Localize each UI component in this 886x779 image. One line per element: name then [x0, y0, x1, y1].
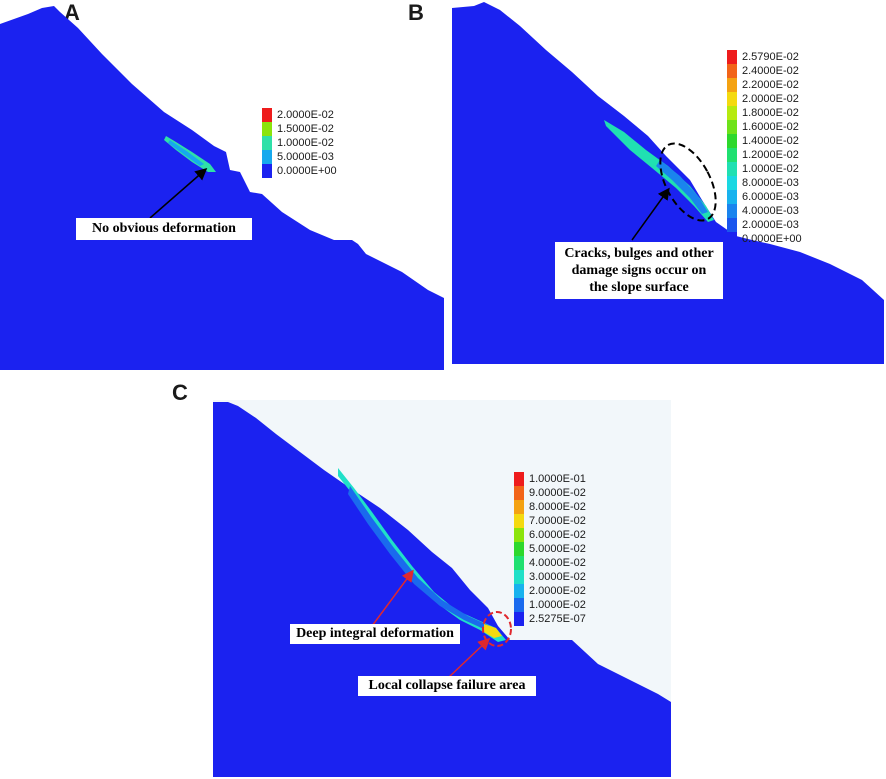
panel-c-collapse-ellipse: [482, 611, 512, 647]
panel-c-legend-swatch: [514, 500, 524, 514]
panel-a-legend-swatch: [262, 108, 272, 122]
panel-b-legend-swatch: [727, 204, 737, 218]
panel-c-legend-label: 3.0000E-02: [529, 571, 586, 583]
panel-c-legend-swatch: [514, 612, 524, 626]
panel-c-legend-swatch: [514, 486, 524, 500]
panel-b-callout-arrow: [631, 187, 670, 241]
panel-c-local-callout-arrow: [447, 637, 491, 679]
panel-a-legend-label: 1.5000E-02: [277, 123, 334, 135]
panel-c-legend-label: 8.0000E-02: [529, 501, 586, 513]
panel-c-deep-callout: Deep integral deformation: [290, 624, 460, 644]
panel-b-legend-label: 2.0000E-03: [742, 219, 799, 231]
panel-c-legend-label: 2.0000E-02: [529, 585, 586, 597]
panel-b-legend-label: 4.0000E-03: [742, 205, 799, 217]
panel-c-legend-swatch: [514, 556, 524, 570]
panel-b-legend-label: 1.0000E-02: [742, 163, 799, 175]
panel-c-slope-body: [213, 402, 671, 777]
panel-c-legend-label: 2.5275E-07: [529, 613, 586, 625]
panel-c-legend-swatch: [514, 570, 524, 584]
panel-b-legend-label: 2.2000E-02: [742, 79, 799, 91]
panel-b-callout-line-1: Cracks, bulges and other: [564, 246, 714, 261]
panel-b-legend-swatch: [727, 50, 737, 64]
panel-c-legend-swatch: [514, 514, 524, 528]
panel-a-legend-swatch: [262, 122, 272, 136]
panel-a-legend-label: 2.0000E-02: [277, 109, 334, 121]
panel-c-legend-swatch: [514, 598, 524, 612]
panel-c-local-callout: Local collapse failure area: [358, 676, 536, 696]
panel-c-legend-label: 6.0000E-02: [529, 529, 586, 541]
panel-a-legend-label: 5.0000E-03: [277, 151, 334, 163]
panel-b-letter: B: [408, 0, 424, 25]
panel-b-legend-label: 6.0000E-03: [742, 191, 799, 203]
panel-b-legend-label: 8.0000E-03: [742, 177, 799, 189]
panel-a-callout: No obvious deformation: [76, 218, 252, 240]
panel-b-callout-line-3: the slope surface: [589, 280, 689, 295]
panel-c-legend-swatch: [514, 584, 524, 598]
panel-b-callout: Cracks, bulges and other damage signs oc…: [555, 242, 723, 299]
panel-c-legend-label: 5.0000E-02: [529, 543, 586, 555]
panel-a-legend-swatch: [262, 150, 272, 164]
panel-b-legend-swatch: [727, 92, 737, 106]
panel-b-legend-label: 1.2000E-02: [742, 149, 799, 161]
panel-b-legend-swatch: [727, 64, 737, 78]
panel-b-legend-swatch: [727, 162, 737, 176]
panel-a-legend-swatch: [262, 136, 272, 150]
panel-b-legend-swatch: [727, 190, 737, 204]
panel-b-deformation-core: [656, 160, 708, 214]
panel-a-letter: A: [64, 0, 80, 25]
panel-b-slope-body: [452, 2, 884, 364]
panel-a-callout-arrow: [149, 168, 208, 219]
panel-c-legend-label: 1.0000E-02: [529, 599, 586, 611]
panel-c-legend-swatch: [514, 542, 524, 556]
panel-b-legend-swatch: [727, 218, 737, 232]
panel-c-letter: C: [172, 380, 188, 405]
panel-b-legend-label: 1.8000E-02: [742, 107, 799, 119]
panel-b-legend-label: 2.5790E-02: [742, 51, 799, 63]
panel-c-legend-label: 9.0000E-02: [529, 487, 586, 499]
panel-b-legend-label: 0.0000E+00: [742, 233, 802, 245]
panel-b-legend-swatch: [727, 78, 737, 92]
panel-a-deformation-core: [168, 140, 204, 166]
panel-c-local-collapse-spot: [484, 624, 502, 638]
panel-a-legend-label: 1.0000E-02: [277, 137, 334, 149]
panel-b-legend-swatch: [727, 106, 737, 120]
panel-b-legend-label: 2.4000E-02: [742, 65, 799, 77]
panel-b-callout-line-2: damage signs occur on: [571, 263, 707, 278]
panel-c-legend-swatch: [514, 528, 524, 542]
panel-c-legend-label: 7.0000E-02: [529, 515, 586, 527]
panel-b-legend-label: 1.4000E-02: [742, 135, 799, 147]
panel-b-legend-swatch: [727, 148, 737, 162]
panel-a-slope-body: [0, 6, 444, 370]
panel-a-legend-swatch: [262, 164, 272, 178]
panel-b-legend-swatch: [727, 134, 737, 148]
panel-b-legend-swatch: [727, 120, 737, 134]
panel-c-legend-swatch: [514, 472, 524, 486]
panel-b-legend-swatch: [727, 232, 737, 246]
panel-b-legend-label: 1.6000E-02: [742, 121, 799, 133]
panel-b-legend-label: 2.0000E-02: [742, 93, 799, 105]
panel-c-deep-callout-arrow: [371, 569, 414, 627]
panel-b-deformation-band: [604, 120, 714, 222]
panel-a-legend-label: 0.0000E+00: [277, 165, 337, 177]
panel-c-legend-label: 4.0000E-02: [529, 557, 586, 569]
panel-c-legend-label: 1.0000E-01: [529, 473, 586, 485]
panel-b-legend-swatch: [727, 176, 737, 190]
